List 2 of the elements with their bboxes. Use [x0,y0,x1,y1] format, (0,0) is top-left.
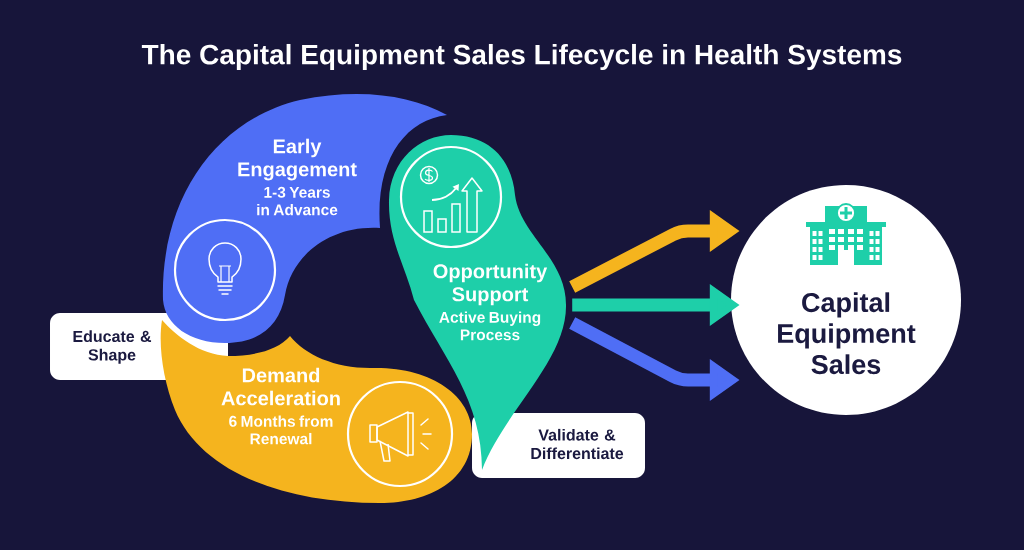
title: The Capital Equipment Sales Lifecycle in Health Systems [141,43,902,71]
label-box: Validate & Differentiate [472,413,645,478]
